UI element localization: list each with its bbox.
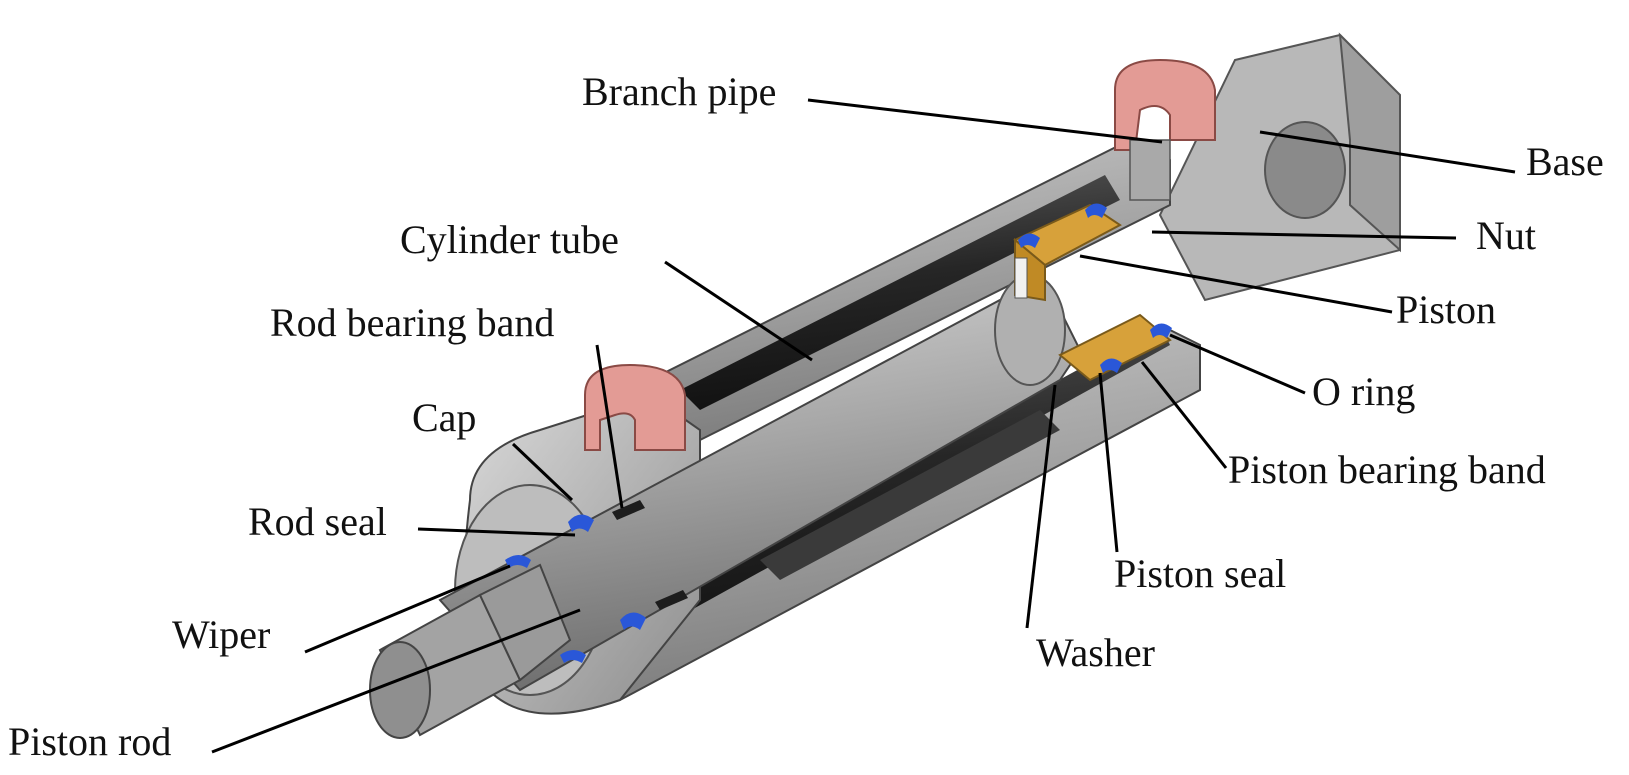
label-piston-rod: Piston rod [8, 719, 172, 764]
leader-piston-bearing-band [1140, 361, 1228, 469]
label-piston-bearing-band: Piston bearing band [1228, 447, 1546, 492]
piston [1013, 203, 1172, 382]
leader-wiper [304, 564, 511, 654]
rod-bearing-band [612, 500, 688, 610]
branch-pipe-cap [584, 363, 686, 451]
leader-piston [1079, 254, 1393, 314]
label-branch-pipe: Branch pipe [582, 69, 777, 114]
label-piston: Piston [1396, 287, 1497, 332]
leader-rod-seal [417, 527, 576, 537]
label-washer: Washer [1036, 630, 1155, 675]
leader-lines [211, 98, 1516, 754]
seals [505, 203, 1172, 663]
label-o-ring: O ring [1312, 369, 1416, 414]
label-wiper: Wiper [172, 612, 271, 657]
leader-rod-bearing-band [595, 344, 624, 509]
branch-pipe-base [1114, 58, 1216, 201]
label-nut: Nut [1476, 213, 1536, 258]
leader-nut [1151, 230, 1457, 240]
label-cap: Cap [412, 395, 477, 440]
label-base: Base [1526, 139, 1604, 184]
label-piston-seal: Piston seal [1114, 551, 1287, 596]
leader-o-ring [1169, 333, 1306, 395]
leader-piston-seal [1098, 372, 1119, 553]
leader-cap [511, 442, 574, 502]
label-rod-seal: Rod seal [248, 499, 387, 544]
leader-cylinder-tube [664, 260, 813, 362]
label-cylinder-tube: Cylinder tube [400, 217, 619, 262]
leader-branch-pipe [807, 98, 1163, 144]
label-rod-bearing-band: Rod bearing band [270, 300, 555, 345]
leader-piston-rod [211, 608, 581, 754]
leader-washer [1025, 384, 1057, 629]
leader-base [1259, 130, 1516, 174]
